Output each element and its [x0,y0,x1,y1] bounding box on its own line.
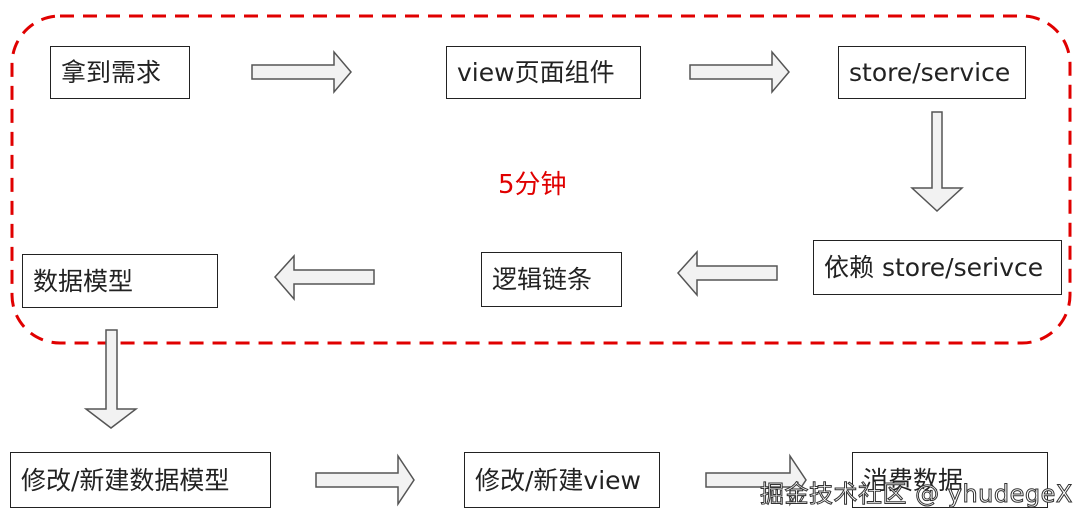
node-data-model: 数据模型 [22,254,218,308]
arrow-right-2 [689,49,790,95]
arrow-left-1 [676,250,778,298]
node-view-components: view页面组件 [446,46,641,99]
arrow-right-4 [705,453,807,507]
node-get-requirements: 拿到需求 [50,46,190,99]
watermark-text: 掘金技术社区 @ yhudegeX [760,480,1073,509]
node-depend-store-service: 依赖 store/serivce [813,240,1062,295]
node-modify-data-model: 修改/新建数据模型 [10,452,271,508]
five-minute-label: 5分钟 [498,170,567,200]
arrow-down-1 [910,111,964,213]
arrow-right-1 [251,49,352,95]
node-logic-chain: 逻辑链条 [481,252,622,307]
node-modify-view: 修改/新建view [464,452,660,508]
five-minute-region [10,14,1072,345]
arrow-right-3 [315,453,415,507]
arrow-down-2 [83,329,139,429]
node-store-service: store/service [838,46,1026,99]
node-consume-data: 消费数据 [852,452,1048,508]
arrow-left-2 [273,254,375,302]
